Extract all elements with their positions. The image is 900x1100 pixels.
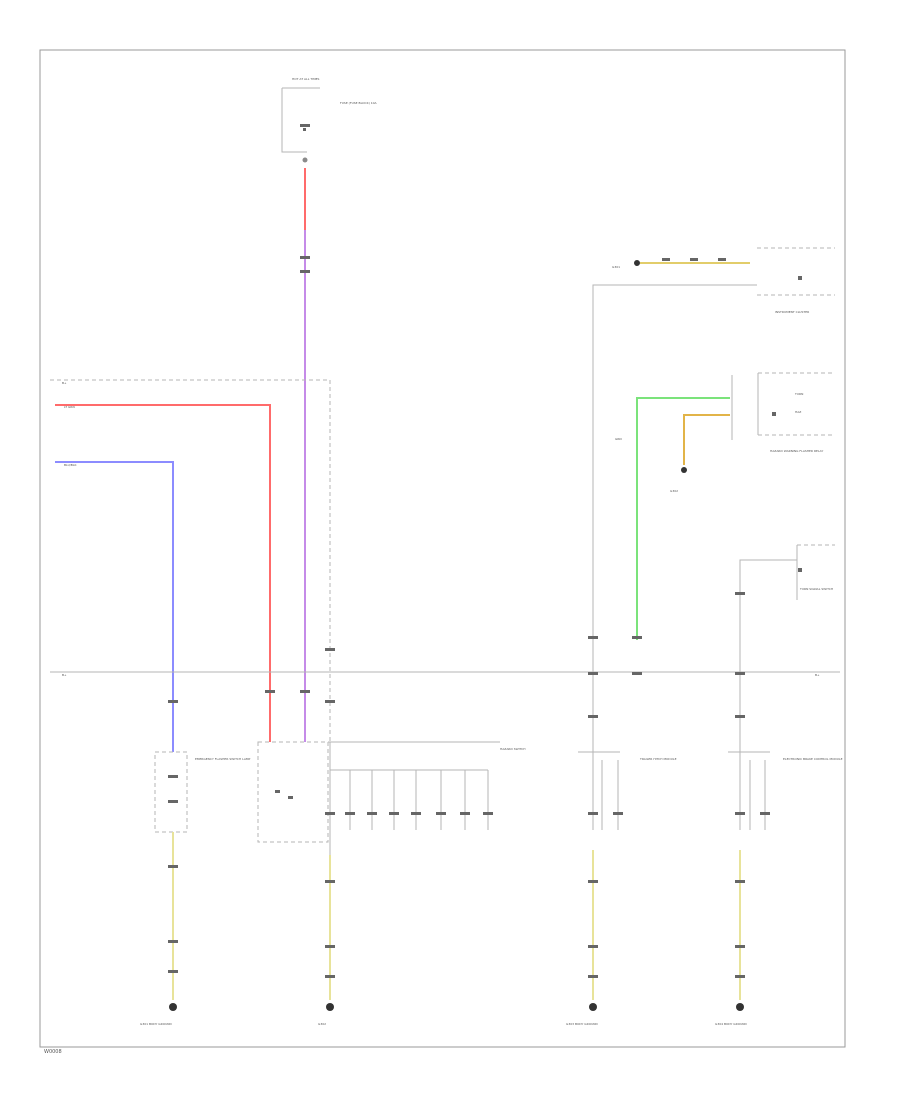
relay-mid-pin: TURN: [794, 392, 803, 396]
bus-top-label: B+: [62, 381, 67, 385]
relay-mid-pin2: HAZ: [795, 410, 801, 414]
hazard-switch-label: HAZARD SWITCH: [500, 747, 526, 751]
ground-right2-symbol: [736, 1003, 744, 1011]
diagram-frame: [39, 49, 846, 1048]
cluster-pin-label: G301: [612, 265, 620, 269]
switch-output-comb: [325, 742, 493, 1000]
ground-left-label: G301 BODY GROUND: [140, 1022, 173, 1026]
wire-orange: [683, 414, 730, 465]
trailer-module-component: TRAILER HITCH MODULE: [578, 751, 677, 830]
flasher-relay-group: TURN HAZ HAZARD WARNING FLASHER RELAY G3…: [615, 372, 835, 640]
hazard-lamp-label: EMERGENCY FLASHER SWITCH LAMP: [195, 757, 250, 761]
footer-code: W0008: [44, 1049, 62, 1055]
fuse-box: HOT AT ALL TIMES FUSE (FUSE BLOCK) 10A: [281, 77, 378, 163]
bus-top-left: [50, 379, 331, 742]
wire-blue-bus: [55, 461, 174, 752]
bus-blue-label: BLU/BLK: [64, 463, 78, 467]
hazard-switch-component: HAZARD SWITCH: [257, 741, 526, 843]
relay-top-label: INSTRUMENT CLUSTER: [775, 310, 809, 314]
hazard-lamp-component: EMERGENCY FLASHER SWITCH LAMP: [154, 751, 250, 833]
ground-right1-label: G303 BODY GROUND: [566, 1022, 599, 1026]
fuse-detail-label: FUSE (FUSE BLOCK) 10A: [340, 101, 378, 105]
wire-green: [636, 397, 730, 640]
brake-module-label: ELECTRONIC BRAKE CONTROL MODULE: [783, 757, 843, 761]
brake-module-component: ELECTRONIC BRAKE CONTROL MODULE: [728, 751, 843, 830]
relay-mid-label: HAZARD WARNING FLASHER RELAY: [770, 449, 824, 453]
turn-signal-switch-group: TURN SIGNAL SWITCH: [735, 544, 835, 672]
fuse-pin: [302, 157, 308, 163]
ground-mid-label: G302: [318, 1022, 326, 1026]
instrument-cluster-group: G301 INSTRUMENT CLUSTER: [592, 247, 835, 640]
ground-mid-symbol: [326, 1003, 334, 1011]
relay-ground-label: G302: [670, 489, 678, 493]
fuse-box-label: HOT AT ALL TIMES: [292, 77, 320, 81]
bus-mid-right-label: B+: [815, 673, 820, 677]
ground-left-symbol: [169, 1003, 177, 1011]
ground-right1-symbol: [589, 1003, 597, 1011]
wire-red-bus: [55, 404, 271, 742]
relay-low-label: TURN SIGNAL SWITCH: [799, 587, 833, 591]
relay-wire-label: GRN: [615, 437, 622, 441]
trailer-module-label: TRAILER HITCH MODULE: [639, 757, 677, 761]
bus-red-label: LT GRN: [64, 405, 75, 409]
bus-mid-label: B+: [62, 673, 67, 677]
ground-right2-label: G304 BODY GROUND: [715, 1022, 748, 1026]
